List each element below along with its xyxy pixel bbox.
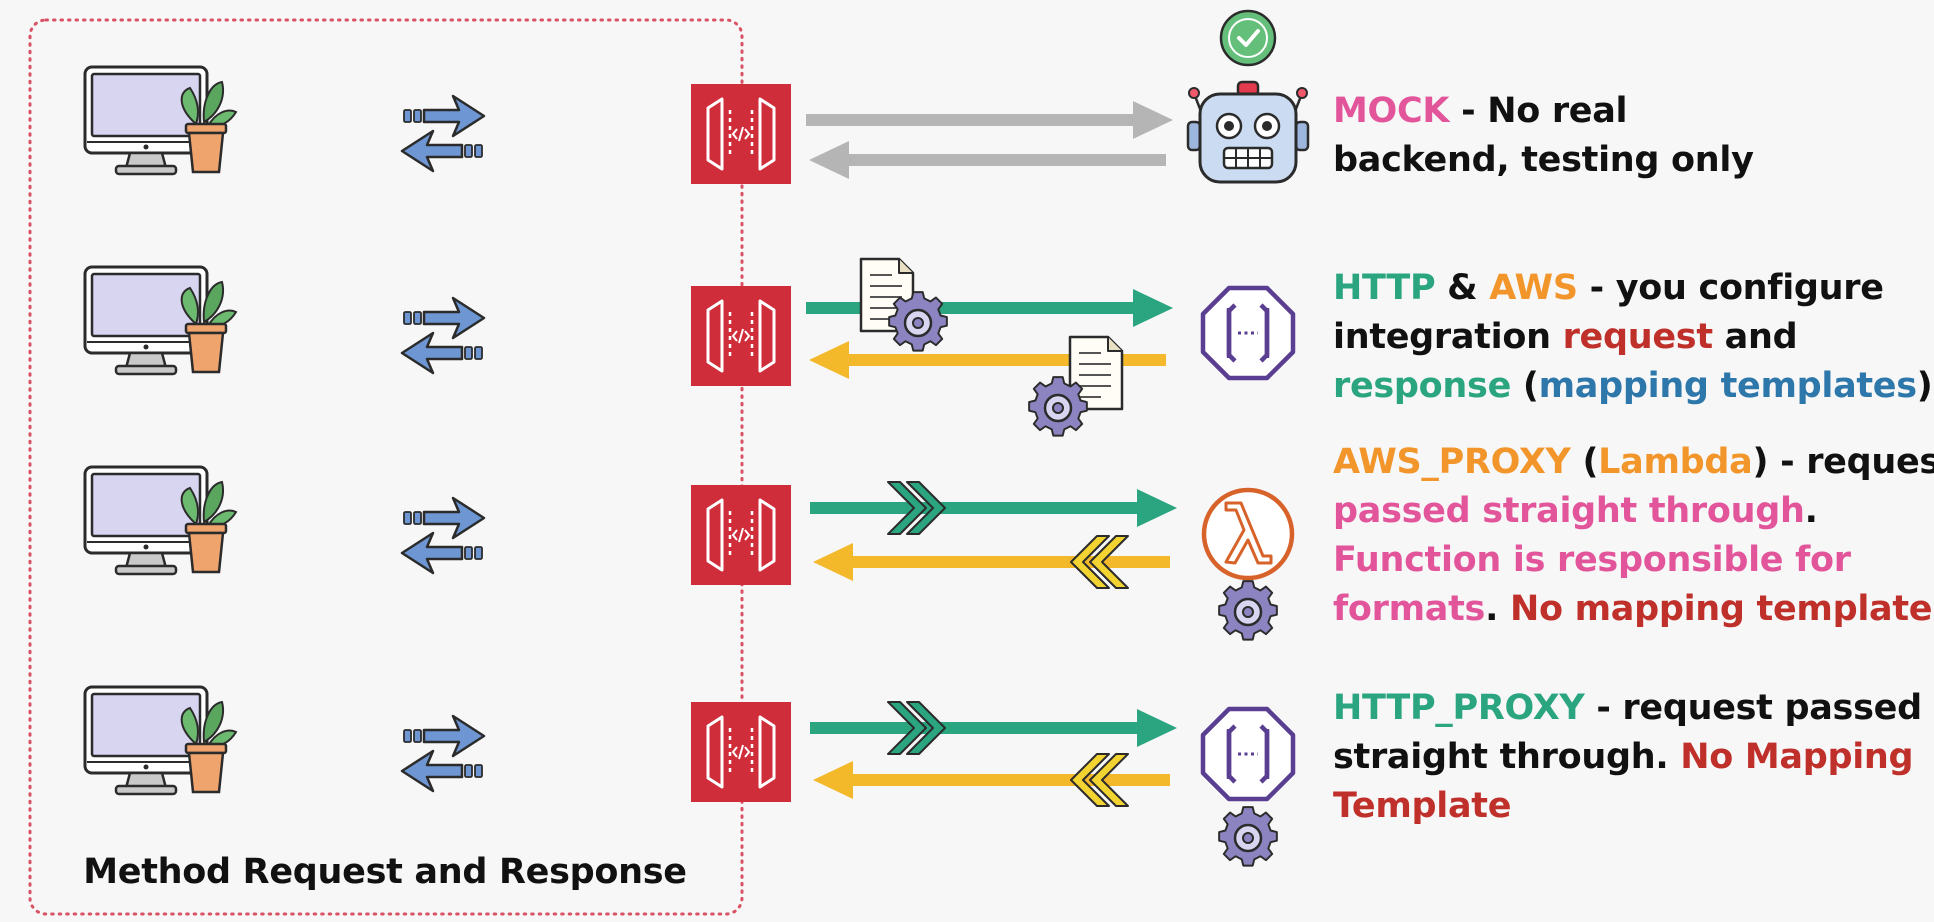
description-segment: - request passed (1584, 688, 1922, 728)
request-response-swap-icon (400, 94, 486, 173)
robot-icon (1186, 80, 1310, 184)
row-aws-proxy (83, 465, 1292, 641)
mapping-template-document-gear-icon (859, 257, 949, 352)
description-segment: ) - request (1752, 442, 1934, 482)
response-arrow (809, 141, 1166, 179)
description-segment: Lambda (1598, 442, 1753, 482)
lambda-icon (1204, 490, 1292, 578)
request-arrow (810, 709, 1177, 747)
description-segment: HTTP (1333, 268, 1436, 308)
request-response-swap-icon (400, 296, 486, 375)
description-segment: ) (1916, 366, 1933, 406)
description-segment: and (1712, 317, 1798, 357)
description-line: formats. No mapping template. (1333, 585, 1934, 634)
description-segment: ( (1570, 442, 1599, 482)
row-http-aws (83, 257, 1293, 437)
request-arrow (810, 489, 1177, 527)
client-computer-icon (83, 65, 238, 176)
description-segment: No mapping template. (1509, 589, 1934, 629)
description-segment: mapping templates (1538, 366, 1917, 406)
gear-icon (1217, 579, 1279, 641)
gear-icon (1217, 805, 1279, 867)
mapping-template-document-gear-icon (1027, 335, 1124, 437)
request-arrow (806, 289, 1173, 327)
description-line: straight through. No Mapping (1333, 733, 1922, 782)
api-gateway-icon (689, 82, 793, 186)
request-response-swap-icon (400, 496, 486, 575)
api-gateway-icon (689, 284, 793, 388)
description-line: response (mapping templates) (1333, 362, 1933, 411)
description-segment: - you configure (1577, 268, 1884, 308)
description-segment: HTTP_PROXY (1333, 688, 1585, 728)
description-segment: ( (1511, 366, 1539, 406)
response-arrow (813, 761, 1170, 799)
description-line: integration request and (1333, 313, 1933, 362)
description-segment: . (1485, 589, 1510, 629)
api-gateway-icon (689, 483, 793, 587)
response-arrow (809, 341, 1166, 379)
method-group-border (28, 18, 744, 916)
description-segment: MOCK (1333, 91, 1450, 131)
description-segment: - No real (1449, 91, 1628, 131)
description-segment: integration (1333, 317, 1563, 357)
description-segment: backend, testing only (1333, 140, 1754, 180)
description-segment: No Mapping (1680, 737, 1914, 777)
description-segment: response (1333, 366, 1512, 406)
row-http-proxy (83, 685, 1293, 867)
description-line: backend, testing only (1333, 136, 1754, 185)
description-segment: request (1562, 317, 1713, 357)
description-line: Function is responsible for (1333, 536, 1934, 585)
description-segment: Function is responsible for (1333, 540, 1851, 580)
check-circle-icon (1219, 9, 1277, 67)
http-endpoint-octagon-icon (1203, 709, 1293, 799)
description-segment: AWS (1489, 268, 1578, 308)
description-segment: Template (1333, 786, 1512, 826)
row-mock (83, 9, 1310, 186)
description-line: MOCK - No real (1333, 87, 1754, 136)
description-line: Template (1333, 782, 1922, 831)
client-computer-icon (83, 685, 238, 796)
client-computer-icon (83, 265, 238, 376)
client-computer-icon (83, 465, 238, 576)
method-request-response-caption: Method Request and Response (83, 852, 687, 892)
description-line: AWS_PROXY (Lambda) - request (1333, 438, 1934, 487)
response-arrow (813, 543, 1170, 581)
request-arrow (806, 101, 1173, 139)
description-segment: AWS_PROXY (1333, 442, 1571, 482)
description-line: HTTP_PROXY - request passed (1333, 684, 1922, 733)
request-response-swap-icon (400, 714, 486, 793)
description-segment: passed straight through (1333, 491, 1805, 531)
description-line: passed straight through. (1333, 487, 1934, 536)
description-segment: & (1435, 268, 1490, 308)
description-segment: straight through. (1333, 737, 1681, 777)
api-gateway-icon (689, 700, 793, 804)
description-line: HTTP & AWS - you configure (1333, 264, 1933, 313)
http-endpoint-octagon-icon (1203, 288, 1293, 378)
description-segment: . (1804, 491, 1818, 531)
description-segment: formats (1333, 589, 1486, 629)
